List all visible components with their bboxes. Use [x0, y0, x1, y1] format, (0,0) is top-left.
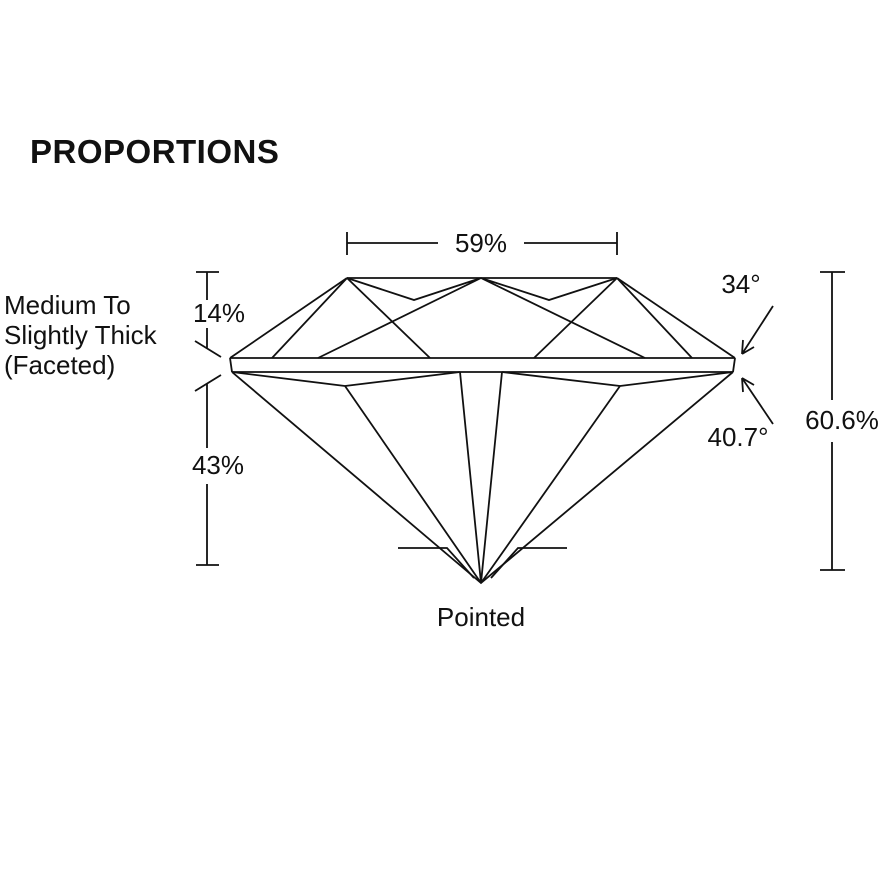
girdle-label-line3: (Faceted) [4, 350, 115, 380]
crown-angle-arrow [741, 305, 774, 355]
girdle-label: Medium To Slightly Thick (Faceted) [4, 290, 158, 380]
pavilion-angle-arrow [741, 377, 774, 425]
total-depth-measure: 60.6% [805, 271, 879, 571]
pavilion-facet-lines [231, 371, 734, 584]
pavilion-facets [231, 371, 734, 584]
table-measure-lines [346, 232, 618, 255]
girdle-label-line1: Medium To [4, 290, 131, 320]
culet-annotation: Pointed [398, 547, 567, 632]
crown-facets [271, 277, 693, 359]
crown-right-slope [616, 277, 736, 359]
crown-angle-annotation: 34° [721, 269, 774, 355]
pavilion-depth-label: 43% [192, 450, 244, 480]
crown-angle-label: 34° [721, 269, 760, 299]
pavilion-depth-measure-lines [194, 374, 222, 566]
page-title: PROPORTIONS [30, 133, 279, 170]
crown-height-label: 14% [193, 298, 245, 328]
girdle-label-line2: Slightly Thick [4, 320, 158, 350]
crown-facet-lines [271, 277, 693, 359]
pavilion-angle-label: 40.7° [707, 422, 768, 452]
crown-height-measure-lines [194, 271, 222, 358]
total-depth-label: 60.6% [805, 405, 879, 435]
culet-label: Pointed [437, 602, 525, 632]
pavilion-outline [231, 371, 734, 585]
crown-left-slope [229, 277, 348, 359]
crown-height-measure: 14% [193, 271, 245, 358]
pavilion-depth-measure: 43% [192, 374, 244, 566]
total-depth-measure-lines [820, 271, 845, 571]
table-width-measure: 59% [346, 228, 618, 258]
pavilion-angle-annotation: 40.7° [707, 377, 774, 452]
girdle-right-end [732, 357, 736, 373]
girdle-left-end [229, 357, 233, 373]
table-percent-label: 59% [455, 228, 507, 258]
culet-bracket [398, 547, 567, 579]
diamond-profile-outline [229, 277, 736, 585]
